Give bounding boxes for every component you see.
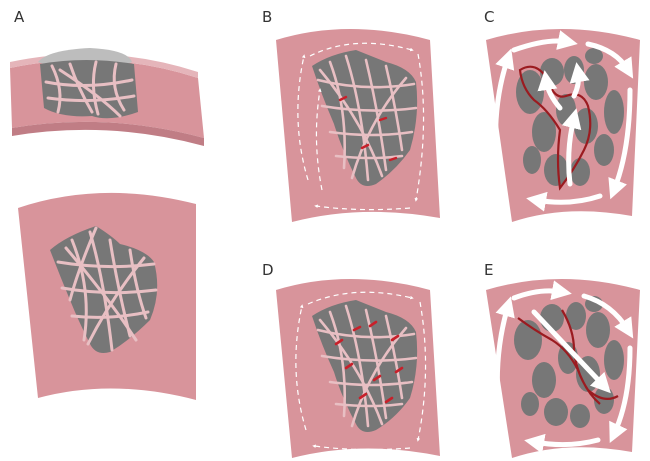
panel-c: C [484,8,640,222]
panel-e-label: E [484,261,493,279]
panel-c-label: C [484,8,494,26]
tissue-slab-3d [10,48,204,146]
panel-a: A [10,8,204,400]
tissue-sheet-a [18,193,196,400]
panel-d-label: D [262,261,274,279]
panel-d: D [262,261,440,458]
panel-b: B [262,8,440,222]
panel-e: E [484,261,640,458]
panel-a-label: A [14,8,25,26]
panel-b-label: B [262,8,272,26]
